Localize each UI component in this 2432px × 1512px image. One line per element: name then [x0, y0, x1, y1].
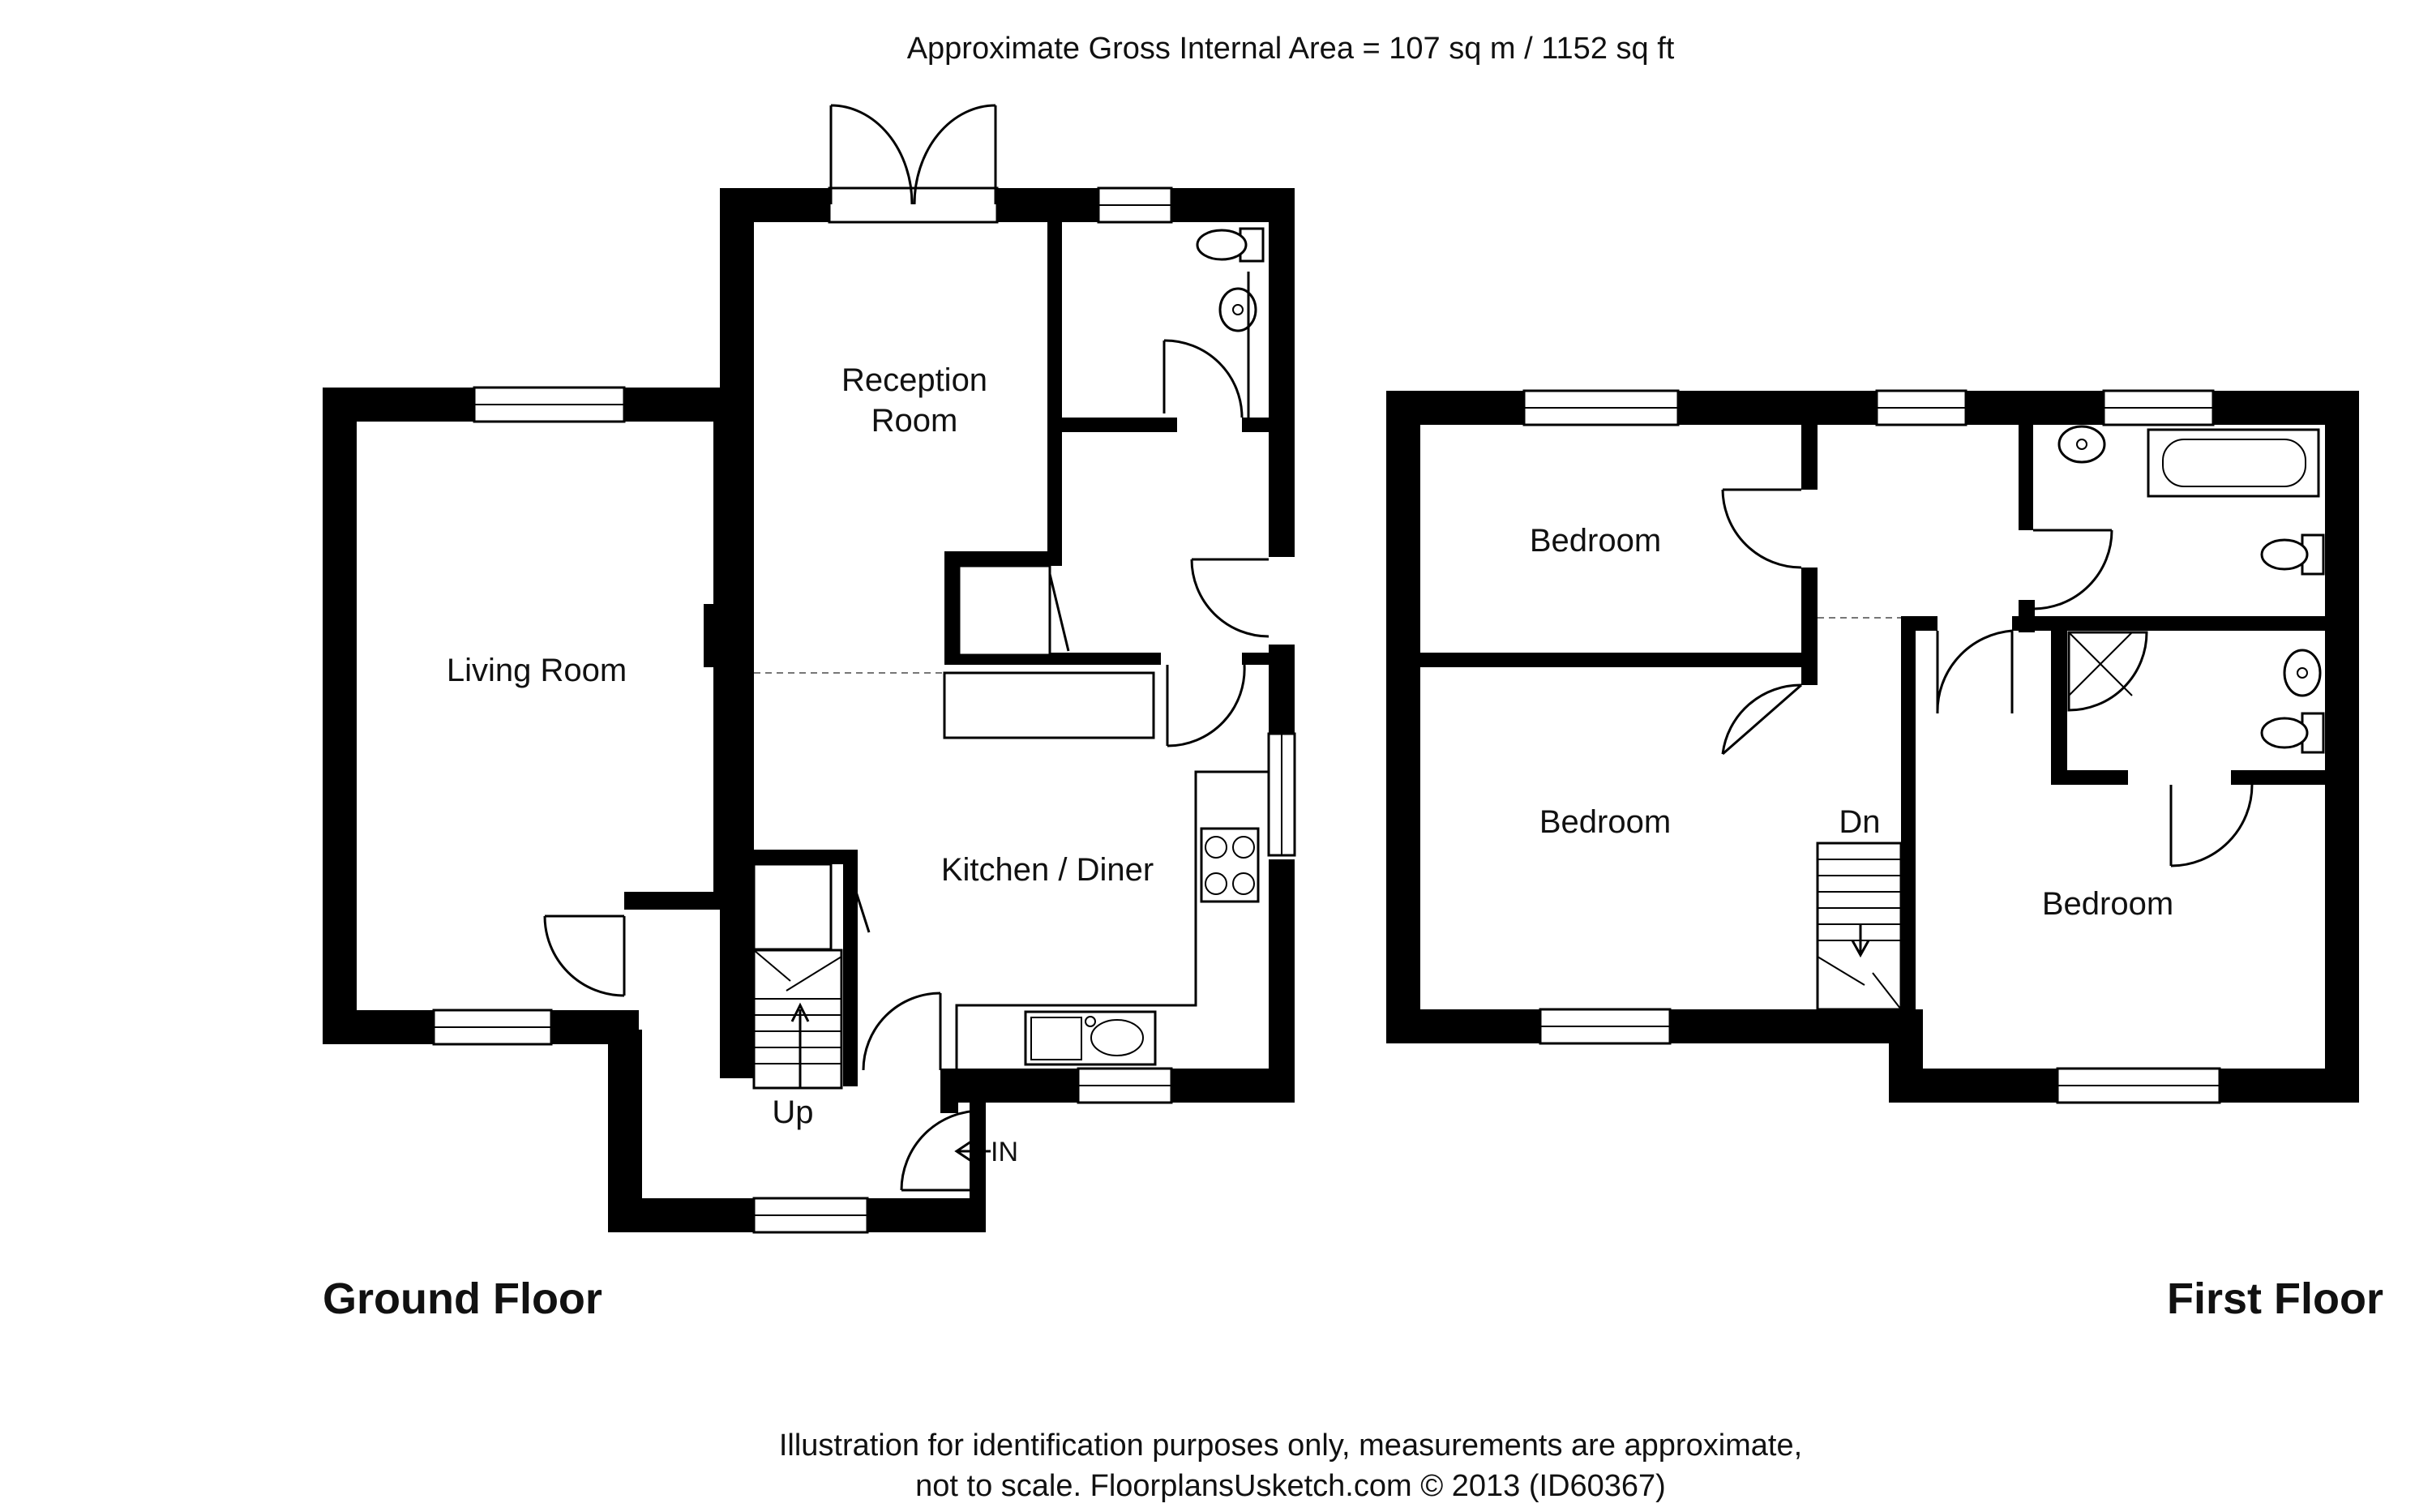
stairs-down: [1816, 842, 1903, 1011]
wc-toilet-icon: [1196, 227, 1265, 263]
living-room-walls: [323, 388, 739, 1044]
bedroom1-door: [1721, 488, 1802, 569]
living-room-door: [543, 914, 626, 997]
hall-cupboard: [752, 850, 871, 1086]
stairs-down-label: Dn: [1839, 804, 1880, 840]
wc-basin-icon: [1218, 287, 1257, 332]
shower-icon: [2067, 631, 2148, 712]
kitchen-door: [1166, 664, 1246, 747]
main-block-walls: [608, 188, 1295, 1232]
ensuite-basin-icon: [2283, 649, 2322, 697]
stairs-up: [752, 949, 843, 1090]
side-entry-door: [1190, 558, 1270, 638]
reception-room-label-line1: Reception: [841, 362, 987, 398]
bath-icon: [2147, 428, 2320, 498]
ground-floor-plan: Up IN Reception Room Living Room Kitchen…: [323, 104, 1296, 1234]
kitchen-worktops: [955, 770, 1269, 1069]
ground-floor-title: Ground Floor: [323, 1274, 602, 1323]
bathroom-toilet-icon: [2260, 533, 2325, 576]
disclaimer-line2: not to scale. FloorplansUsketch.com © 20…: [915, 1469, 1666, 1503]
interior-partitions: [944, 222, 1270, 665]
cupboard: [957, 564, 1051, 657]
ensuite-toilet-icon: [2260, 712, 2325, 754]
hob-icon: [1200, 827, 1260, 903]
bathroom-basin-icon: [2057, 425, 2106, 464]
first-floor-outer-walls: [1386, 391, 2359, 1103]
sink-icon: [1024, 1010, 1157, 1066]
bathroom-door: [2032, 529, 2113, 610]
kitchen-diner-label: Kitchen / Diner: [941, 852, 1154, 888]
gross-area-text: Approximate Gross Internal Area = 107 sq…: [907, 32, 1675, 66]
first-floor-interior-walls: [1420, 425, 2327, 1050]
bedroom3-door: [1936, 629, 2014, 714]
entrance-arrow-icon: [954, 1140, 991, 1163]
wc-door: [1162, 339, 1244, 418]
first-floor-plan: Dn Bedroom Bedroom Bedroom: [1386, 389, 2359, 1104]
french-doors: [828, 104, 999, 224]
first-floor-title: First Floor: [2167, 1274, 2383, 1323]
bedroom2-label: Bedroom: [1539, 804, 1671, 840]
stairs-up-label: Up: [772, 1094, 813, 1130]
bedroom1-label: Bedroom: [1530, 523, 1661, 559]
breakfast-bar: [943, 671, 1155, 739]
entrance-label: IN: [991, 1137, 1018, 1167]
bedroom3-label: Bedroom: [2042, 886, 2173, 922]
reception-room-label-line2: Room: [871, 403, 958, 439]
ensuite-door: [2169, 784, 2254, 867]
disclaimer-line1: Illustration for identification purposes…: [779, 1428, 1802, 1463]
living-room-label: Living Room: [447, 653, 627, 688]
bedroom2-door: [1721, 683, 1802, 756]
hall-kitchen-door: [862, 992, 942, 1071]
